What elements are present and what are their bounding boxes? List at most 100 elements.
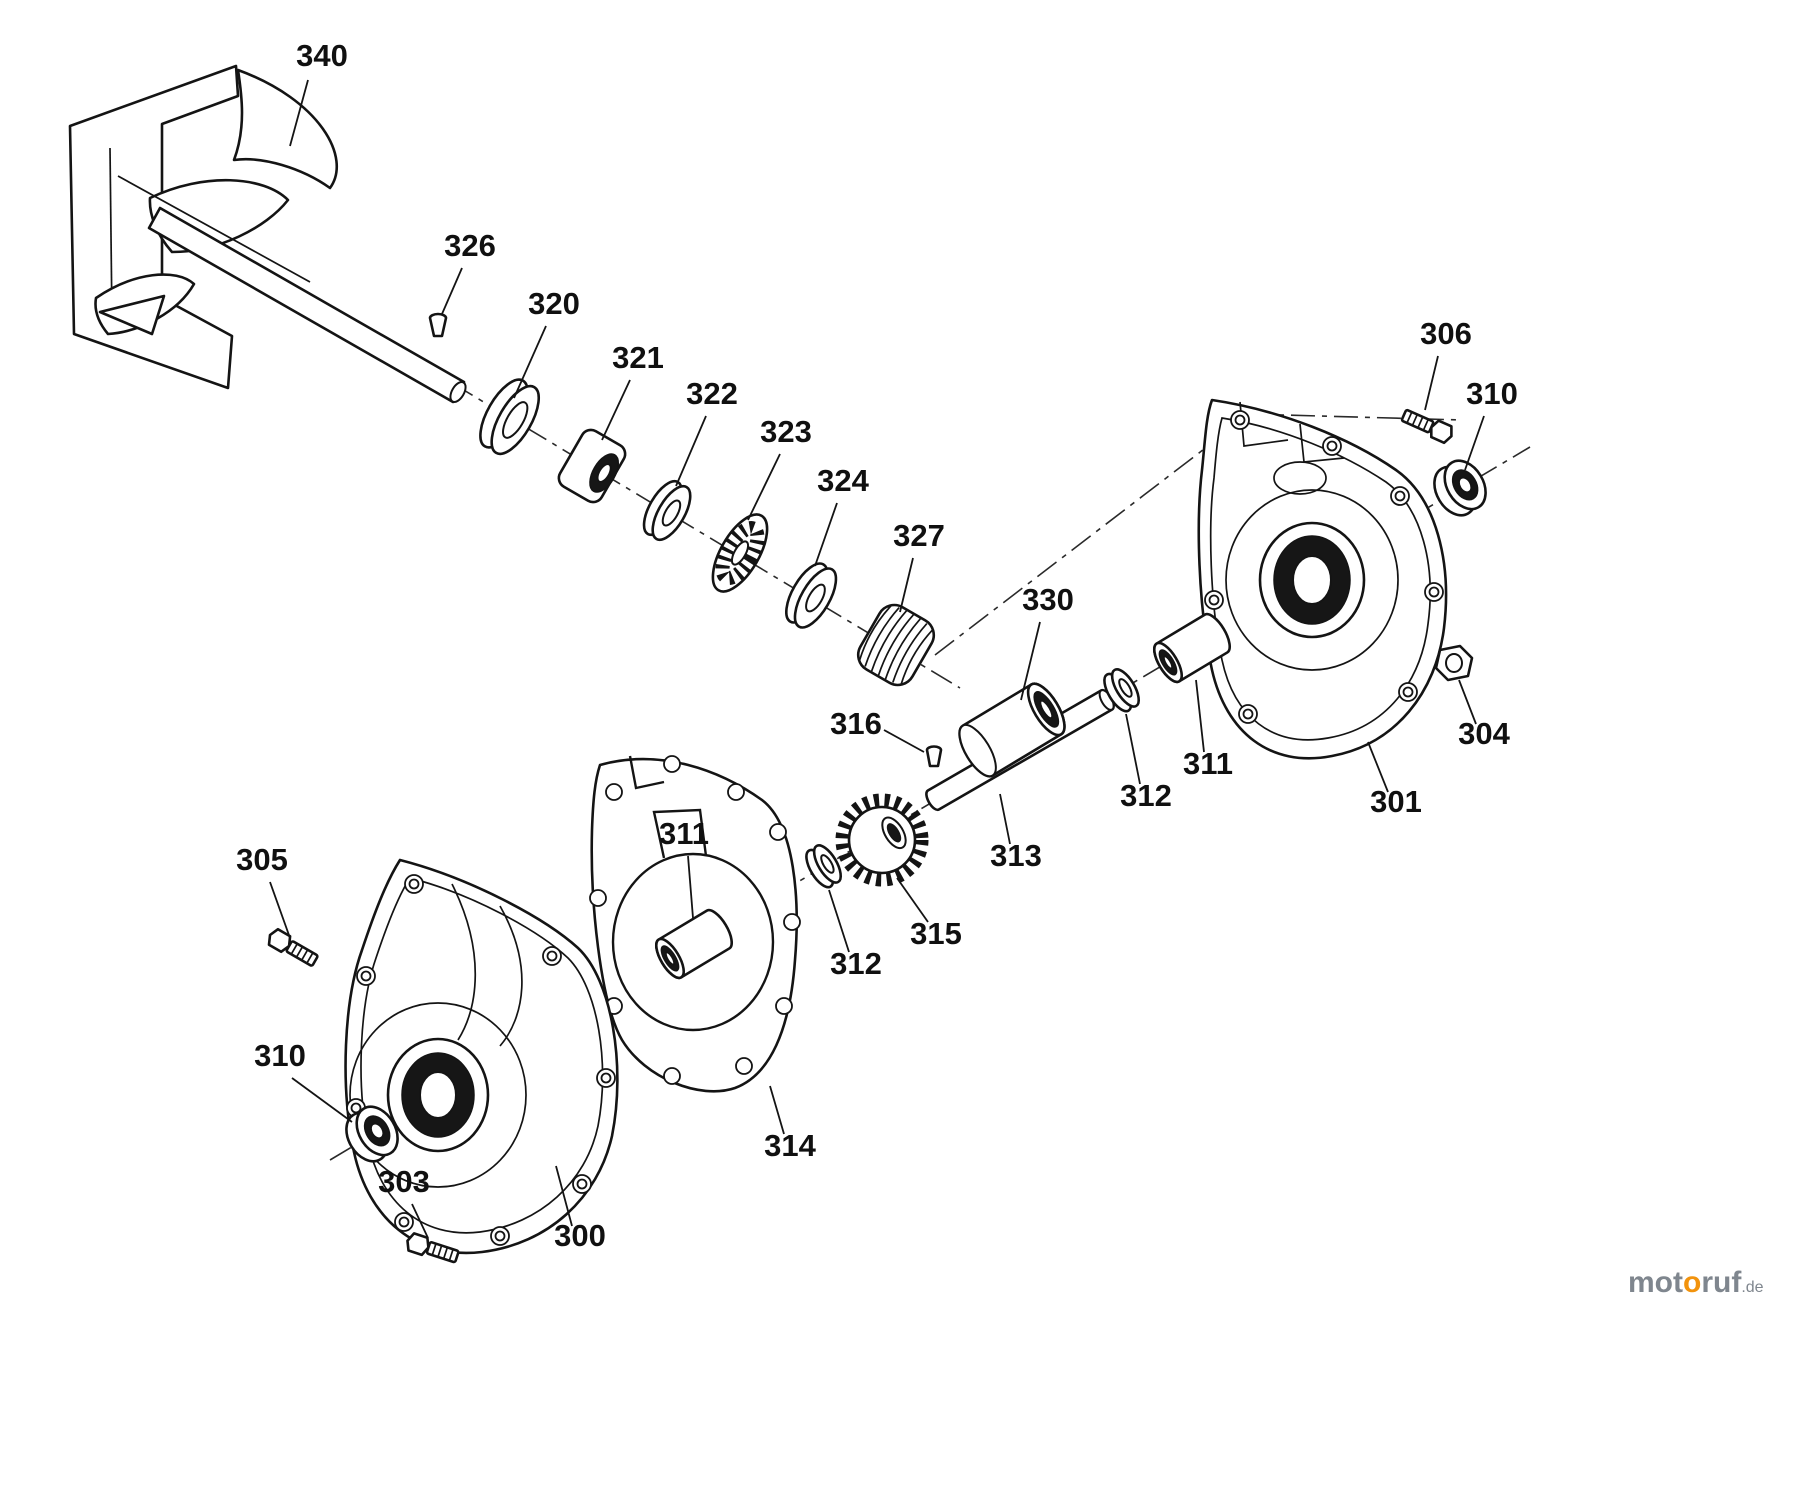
part-323-slotted-washer [711, 513, 769, 593]
part-number-text: 312 [1120, 778, 1172, 813]
part-label-311: 311 [1183, 679, 1233, 781]
part-label-301: 301 [1367, 741, 1422, 819]
part-number-text: 312 [830, 946, 882, 981]
part-number-text: 316 [830, 706, 882, 741]
watermark-logo: motoruf.de [1628, 1266, 1764, 1300]
part-number-text: 300 [554, 1218, 606, 1253]
leader-line [999, 793, 1011, 845]
watermark-accent-letter: o [1683, 1266, 1702, 1299]
part-321-bushing [557, 428, 627, 504]
leader-line [687, 855, 694, 919]
part-number-text: 340 [296, 38, 348, 73]
leader-line [1458, 679, 1477, 725]
part-number-text: 330 [1022, 582, 1074, 617]
part-number-text: 320 [528, 286, 580, 321]
part-label-310: 310 [254, 1038, 353, 1123]
part-label-316: 316 [830, 706, 925, 753]
watermark-text: mot [1628, 1266, 1683, 1299]
part-312-washer-right [1103, 668, 1141, 713]
part-number-text: 304 [1458, 716, 1510, 751]
bolt-holes-300 [346, 874, 616, 1246]
leader-line [1367, 741, 1389, 793]
part-number-text: 311 [659, 816, 709, 851]
part-327-worm-gear [856, 603, 936, 687]
part-label-326: 326 [441, 228, 496, 315]
part-label-304: 304 [1458, 679, 1511, 751]
part-label-340: 340 [289, 38, 348, 147]
bolt-holes-301 [1204, 410, 1444, 724]
leader-line [1020, 621, 1041, 701]
leader-line [513, 325, 547, 399]
part-312-washer-middle [805, 844, 843, 889]
part-310-bearing-right [1433, 459, 1487, 517]
part-label-315: 315 [896, 877, 962, 951]
part-311-bushing-left [654, 908, 733, 980]
part-324-washer [785, 562, 838, 629]
part-326-pin [428, 312, 448, 338]
leader-line [883, 729, 925, 753]
part-label-303: 303 [378, 1164, 430, 1239]
part-label-321: 321 [601, 340, 664, 441]
leader-line [441, 267, 463, 315]
part-label-310: 310 [1464, 376, 1518, 471]
part-label-305: 305 [236, 842, 291, 939]
part-number-text: 310 [254, 1038, 306, 1073]
part-label-330: 330 [1020, 582, 1074, 701]
watermark-tld: .de [1741, 1279, 1764, 1296]
leader-line [899, 557, 914, 613]
leader-line [269, 881, 291, 939]
part-label-320: 320 [513, 286, 580, 399]
part-label-322: 322 [675, 376, 738, 487]
part-number-text: 311 [1183, 746, 1233, 781]
part-305-bolt [267, 927, 319, 967]
part-number-text: 322 [686, 376, 738, 411]
part-number-text: 327 [893, 518, 945, 553]
leader-line [896, 877, 929, 923]
leader-line [1125, 713, 1141, 785]
part-label-314: 314 [764, 1085, 817, 1163]
part-label-323: 323 [747, 414, 812, 521]
part-340-auger-assembly [68, 64, 467, 404]
part-320-bearing [479, 378, 541, 456]
part-number-text: 324 [817, 463, 869, 498]
leader-line [1464, 415, 1485, 471]
part-label-300: 300 [554, 1165, 606, 1253]
part-304-hex-nut [1434, 644, 1474, 682]
part-number-text: 306 [1420, 316, 1472, 351]
part-number-text: 323 [760, 414, 812, 449]
part-label-312: 312 [1120, 713, 1172, 813]
part-301-gear-housing-right [1197, 398, 1448, 760]
leader-line [769, 1085, 785, 1135]
leader-line [291, 1077, 353, 1123]
leader-line [601, 379, 631, 441]
leader-line [828, 889, 850, 953]
part-number-text: 305 [236, 842, 288, 877]
leader-line [411, 1203, 429, 1239]
part-label-327: 327 [893, 518, 945, 613]
part-label-313: 313 [990, 793, 1042, 873]
part-315-spur-gear [835, 793, 929, 887]
part-322-washer [642, 479, 692, 542]
part-306-screw [1400, 408, 1453, 445]
part-number-text: 314 [764, 1128, 816, 1163]
part-number-text: 326 [444, 228, 496, 263]
part-label-311: 311 [659, 816, 709, 919]
part-number-text: 310 [1466, 376, 1518, 411]
leader-line [1195, 679, 1205, 753]
leader-line [747, 453, 781, 521]
part-label-324: 324 [814, 463, 870, 567]
part-label-306: 306 [1420, 316, 1472, 411]
part-311-bushing-right [1152, 612, 1231, 684]
part-number-text: 301 [1370, 784, 1422, 819]
axis-worm-to-housing [934, 419, 1243, 656]
leader-line [555, 1165, 573, 1227]
leader-line [1424, 355, 1439, 411]
part-330-bushing [958, 682, 1066, 778]
part-316-pin [925, 745, 943, 768]
part-number-text: 321 [612, 340, 664, 375]
leader-line [675, 415, 707, 487]
part-number-text: 303 [378, 1164, 430, 1199]
